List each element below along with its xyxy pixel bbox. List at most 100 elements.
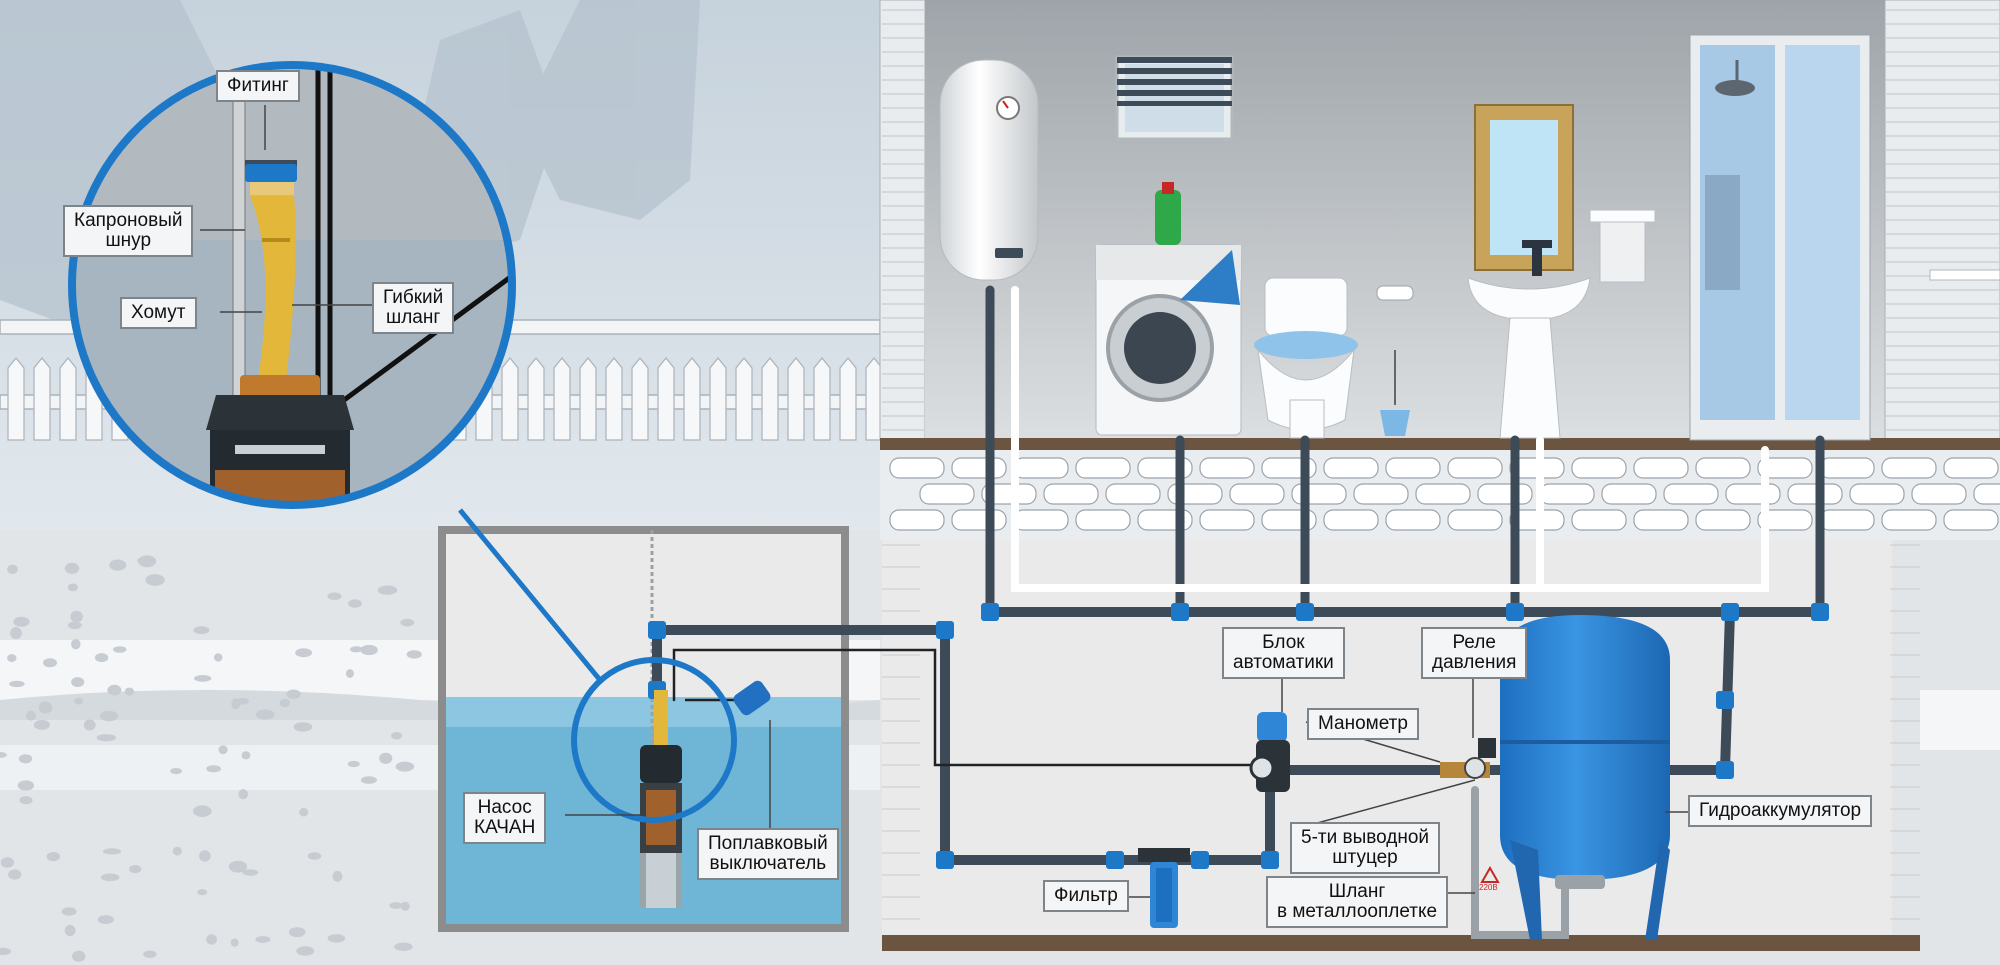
pebble	[255, 709, 275, 720]
pebble	[391, 732, 403, 740]
sink	[1467, 240, 1591, 439]
hydro-accumulator	[1500, 615, 1670, 940]
pipe-joint	[1716, 761, 1734, 779]
foundation-stone	[1757, 509, 1813, 531]
pebble	[107, 684, 122, 696]
foundation-stone	[1973, 483, 2000, 505]
label-float-switch: Поплавковый выключатель	[697, 828, 839, 880]
label-five-way-fitting: 5-ти выводной штуцер	[1290, 822, 1441, 874]
pipe-joint	[1716, 691, 1734, 709]
pebble	[0, 751, 7, 758]
pebble	[400, 901, 410, 911]
pebble	[145, 574, 165, 586]
foundation-stone	[1695, 457, 1751, 479]
label-control-unit-line1: Блок	[1262, 632, 1305, 653]
pebble	[242, 869, 259, 876]
label-flex-hose-line1: Гибкий	[383, 287, 444, 308]
bathroom-window	[1115, 55, 1234, 141]
floor-slab	[880, 438, 2000, 450]
pebble	[172, 846, 182, 856]
label-pump-line2: КАЧАН	[474, 817, 536, 838]
basement-bricks	[882, 544, 1920, 920]
pebble	[332, 870, 343, 882]
pebble	[7, 654, 17, 663]
label-hydro-accumulator-text: Гидроаккумулятор	[1699, 800, 1862, 821]
water-heater	[939, 59, 1039, 281]
pebble	[25, 710, 37, 721]
pebble	[10, 627, 22, 640]
label-fitting-text: Фитинг	[227, 75, 289, 96]
pebble	[72, 950, 86, 962]
label-clamp-text: Хомут	[131, 302, 186, 323]
foundation-stone	[1539, 483, 1595, 505]
pebble	[345, 669, 354, 678]
foundation-stone	[1787, 483, 1843, 505]
foundation-stone	[981, 483, 1037, 505]
foundation-stone	[1013, 457, 1069, 479]
pebble	[288, 927, 306, 937]
zoom-connector	[458, 508, 602, 682]
foundation-stone	[1911, 483, 1967, 505]
fence-picket	[683, 357, 701, 441]
pebble	[237, 697, 249, 705]
pebble	[206, 765, 222, 773]
foundation-stone	[1013, 509, 1069, 531]
pebble	[197, 889, 208, 896]
pebble	[97, 915, 114, 925]
foundation-stone	[1601, 483, 1657, 505]
pebble	[350, 646, 363, 653]
fence-picket	[59, 357, 77, 441]
foundation-stone	[1323, 509, 1379, 531]
five-way-fitting	[1440, 738, 1496, 779]
pebble	[113, 646, 127, 653]
pebble	[379, 752, 393, 764]
pebble	[129, 865, 142, 874]
pebble	[138, 555, 157, 568]
pebble	[0, 857, 15, 868]
label-braided-hose-line2: в металлооплетке	[1277, 901, 1438, 922]
pebble	[206, 934, 218, 945]
pipe-joint	[936, 621, 954, 639]
fence-picket	[657, 357, 675, 441]
fence-picket	[501, 357, 519, 441]
fence-picket	[605, 357, 623, 441]
foundation-stone	[1633, 457, 1689, 479]
toilet-paper	[1376, 285, 1414, 301]
pipe-joint	[1191, 851, 1209, 869]
fence-picket	[7, 357, 25, 441]
label-braided-hose: Шланг в металлооплетке	[1266, 876, 1449, 928]
foundation-stone	[889, 509, 945, 531]
foundation-stone	[1943, 457, 1999, 479]
pebble	[193, 805, 212, 817]
foundation-stone	[1199, 457, 1255, 479]
pebble	[360, 776, 377, 784]
label-clamp: Хомут	[120, 297, 197, 329]
foundation-stone	[1571, 457, 1627, 479]
pebble	[286, 689, 301, 699]
soil-pebbles	[0, 555, 422, 962]
pipe-joint	[981, 603, 999, 621]
pebble	[299, 807, 309, 817]
foundation-stone	[1385, 457, 1441, 479]
pebble	[109, 559, 127, 571]
pebble	[18, 754, 33, 764]
pebble	[67, 621, 82, 630]
pipe-joint	[648, 621, 666, 639]
pebble	[143, 950, 157, 958]
pebble	[94, 653, 109, 663]
pebble	[307, 852, 322, 860]
pebble	[327, 592, 342, 600]
pebble	[377, 585, 398, 595]
shower-cabin	[1689, 34, 1871, 441]
foundation-stone	[1105, 483, 1161, 505]
fence-picket	[709, 357, 727, 441]
label-five-way-fitting-line1: 5-ти выводной	[1301, 827, 1430, 848]
foundation-stone	[1819, 509, 1875, 531]
foundation-stone	[1477, 483, 1533, 505]
foundation-stone	[1695, 509, 1751, 531]
pebble	[279, 698, 291, 708]
pebble	[194, 675, 212, 682]
pebble	[70, 610, 83, 623]
pebble	[71, 639, 81, 650]
pebble	[218, 745, 228, 755]
